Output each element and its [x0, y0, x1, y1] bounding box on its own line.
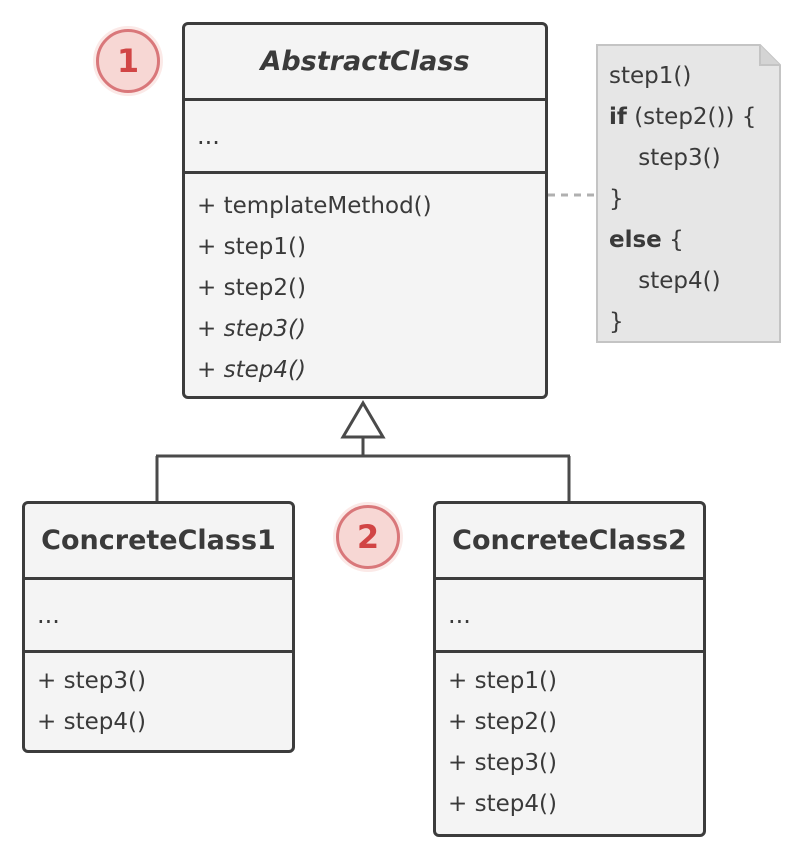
concrete-class-2-fields: ...: [436, 580, 703, 653]
step-marker-2: 2: [336, 505, 400, 569]
method-step1: + step1(): [197, 234, 306, 260]
concrete-class-1-methods: + step3() + step4(): [25, 653, 292, 743]
note-line-7: }: [609, 309, 624, 335]
note-else-brace: {: [661, 227, 684, 253]
abstract-class-box: AbstractClass ... + templateMethod() + s…: [182, 22, 548, 399]
concrete-class-1-name: ConcreteClass1: [25, 504, 292, 580]
method-step2: + step2(): [448, 709, 557, 735]
note-keyword-if: if: [609, 104, 627, 130]
note-text: step1() if (step2()) { step3() } else { …: [609, 56, 756, 343]
note-fold: [759, 45, 780, 66]
note-condition: (step2()) {: [626, 104, 757, 130]
abstract-class-fields: ...: [185, 101, 545, 174]
inheritance-arrowhead: [340, 400, 386, 439]
concrete-class-2-name: ConcreteClass2: [436, 504, 703, 580]
method-step1: + step1(): [448, 668, 557, 694]
abstract-class-methods: + templateMethod() + step1() + step2() +…: [185, 174, 545, 391]
method-step4: + step4(): [37, 709, 146, 735]
method-step3: + step3(): [448, 750, 557, 776]
note-line-1: step1(): [609, 63, 692, 89]
note-line-5: else {: [609, 220, 756, 261]
note-line-6: step4(): [609, 268, 721, 294]
note-keyword-else: else: [609, 227, 662, 253]
note-line-4: }: [609, 186, 624, 212]
note-line-3: step3(): [609, 145, 721, 171]
concrete-class-1-box: ConcreteClass1 ... + step3() + step4(): [22, 501, 295, 753]
concrete-class-1-fields: ...: [25, 580, 292, 653]
concrete-class-2-box: ConcreteClass2 ... + step1() + step2() +…: [433, 501, 706, 837]
method-step4-abstract: + step4(): [197, 357, 306, 383]
note-shape: [596, 44, 781, 343]
concrete-class-2-methods: + step1() + step2() + step3() + step4(): [436, 653, 703, 825]
step-marker-1: 1: [96, 29, 160, 93]
method-step3-abstract: + step3(): [197, 316, 306, 342]
method-template-method: + templateMethod(): [197, 193, 432, 219]
note-line-2: if (step2()) {: [609, 97, 756, 138]
abstract-class-name: AbstractClass: [185, 25, 545, 101]
method-step4: + step4(): [448, 791, 557, 817]
method-step3: + step3(): [37, 668, 146, 694]
method-step2: + step2(): [197, 275, 306, 301]
